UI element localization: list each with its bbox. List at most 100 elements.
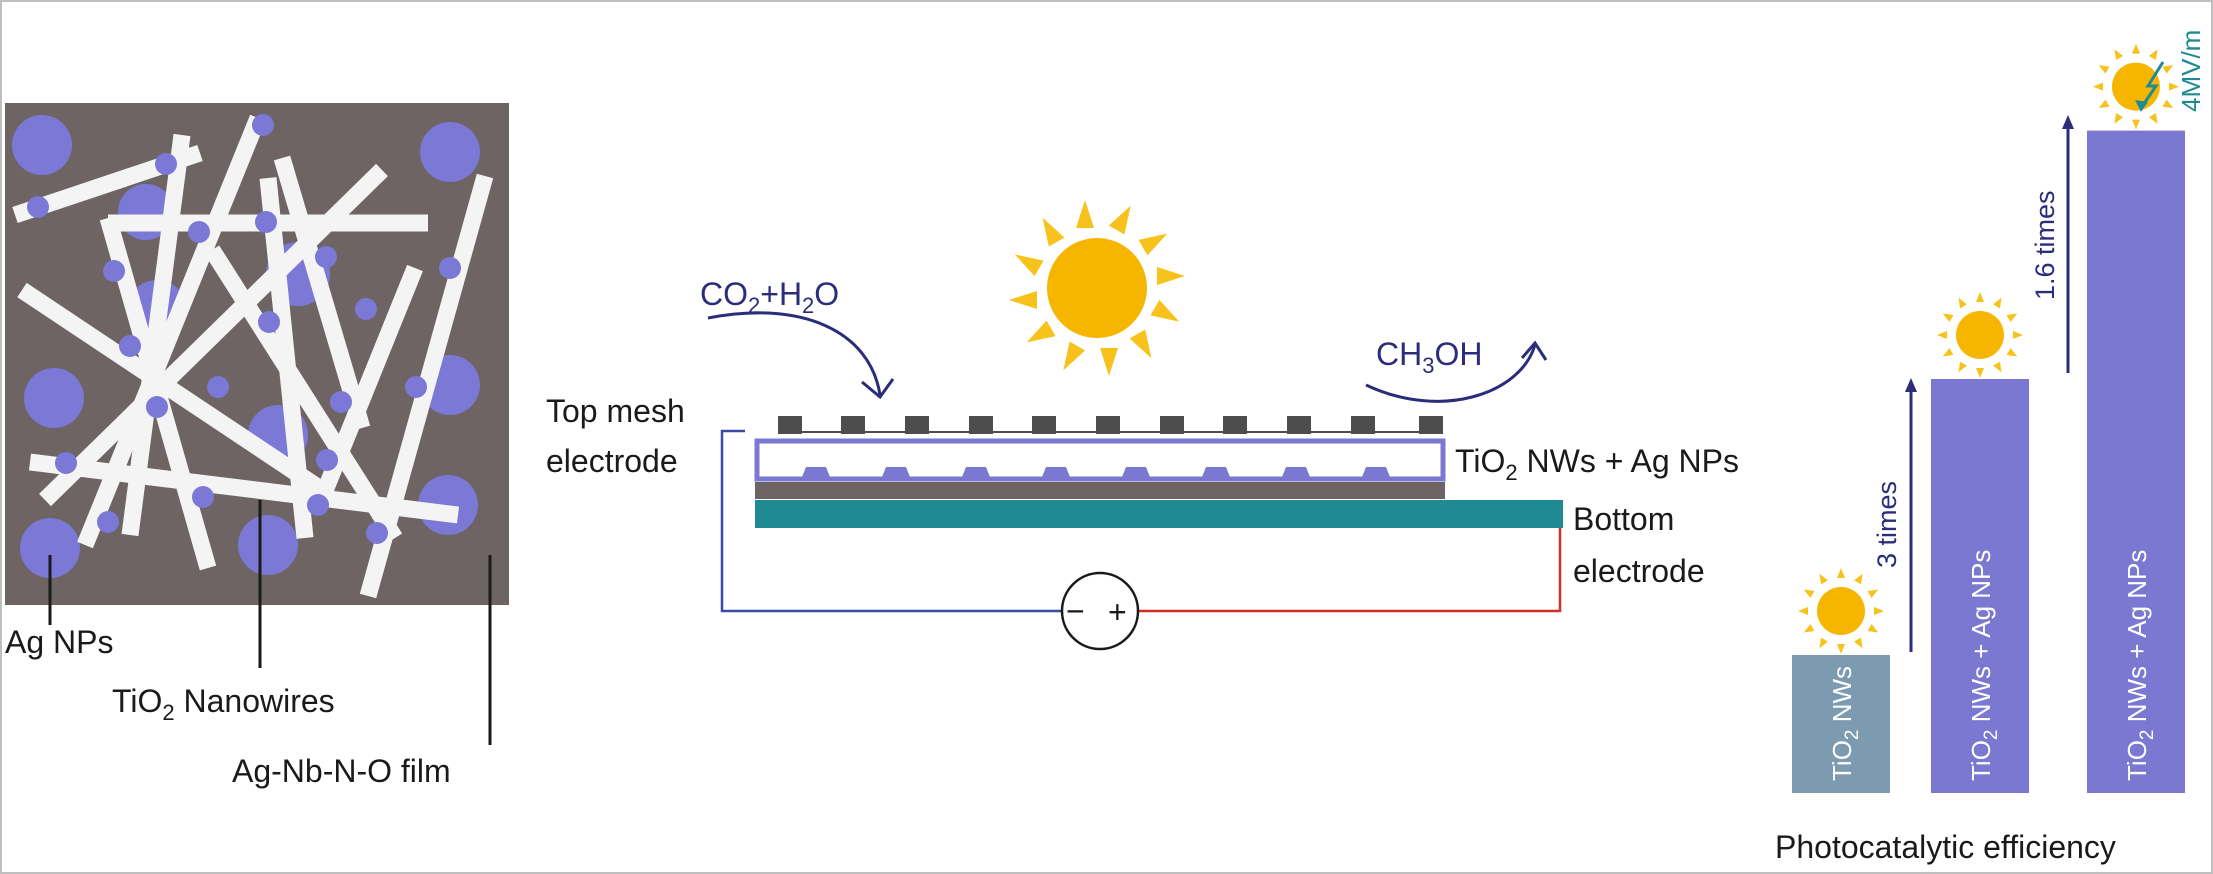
film-layer	[755, 482, 1445, 499]
nanowire	[17, 282, 327, 498]
nanoparticle	[316, 449, 338, 471]
sun-ray	[2006, 348, 2018, 357]
mesh-block	[1351, 416, 1375, 434]
layer-nanoparticle	[962, 467, 990, 477]
label-1-6-times: 1.6 times	[2030, 190, 2060, 300]
nanowire	[121, 133, 191, 537]
top-mesh-electrode	[778, 416, 1443, 434]
sun-disc	[1047, 238, 1147, 338]
sun-ray	[1958, 361, 1967, 373]
sun-icon	[2093, 43, 2179, 130]
leader-lines	[48, 500, 492, 745]
lightning-arrowhead	[2135, 100, 2148, 112]
sun-ray	[1854, 637, 1863, 649]
nanoparticle	[146, 396, 168, 418]
layer-nanoparticle	[1122, 467, 1150, 477]
sun-ray	[1819, 637, 1828, 649]
sun-ray	[2132, 119, 2140, 130]
nanowire	[39, 163, 388, 507]
sun-ray	[1819, 573, 1828, 585]
nanowire	[273, 155, 371, 431]
nanoparticle	[255, 211, 277, 233]
sun-ray	[1803, 589, 1815, 598]
sun-ray	[1108, 205, 1131, 235]
panel-a-film: Ag NPs TiO2 Nanowires Ag-Nb-N-O film	[5, 103, 509, 789]
mesh-block	[1160, 416, 1184, 434]
sun-ray	[2093, 82, 2103, 91]
bar-label-2: TiO2 NWs + Ag NPs	[1966, 550, 2002, 781]
label-field: 4MV/m	[2176, 30, 2206, 112]
nanoparticle	[355, 298, 377, 320]
sun-icon	[1009, 200, 1185, 376]
lightning-icon	[2139, 61, 2165, 109]
sun-ray	[1976, 292, 1984, 302]
sun-ray	[1798, 607, 1808, 615]
label-ag-nb-n-o-film: Ag-Nb-N-O film	[232, 753, 451, 789]
nanoparticle	[207, 376, 229, 398]
label-3-times: 3 times	[1872, 481, 1902, 568]
nanoparticle	[192, 486, 214, 508]
sun-ray	[2149, 113, 2158, 124]
nanoparticle	[420, 122, 480, 182]
layer-nanoparticles	[802, 467, 1390, 477]
nanoparticle	[330, 391, 352, 413]
nanoparticle	[24, 368, 84, 428]
nanoparticle	[307, 494, 329, 516]
nanoparticle	[20, 518, 80, 578]
sun-ray	[1063, 341, 1086, 371]
efficiency-bar-2	[1931, 379, 2029, 793]
label-bottom-2: electrode	[1573, 553, 1705, 589]
sun-ray	[1138, 233, 1168, 256]
layer-nanoparticle	[1362, 467, 1390, 477]
nanoparticle	[97, 511, 119, 533]
step-arrowhead-1	[1905, 378, 1917, 392]
nanoparticle	[258, 311, 280, 333]
nanoparticle	[238, 515, 298, 575]
sun-ray	[1076, 200, 1094, 228]
step-arrowhead-2	[2062, 115, 2074, 129]
label-tio2-nanowires: TiO2 Nanowires	[112, 683, 335, 725]
mesh-block	[1419, 416, 1443, 434]
mesh-block	[1223, 416, 1247, 434]
nanoparticle	[405, 376, 427, 398]
sun-ray	[1129, 329, 1152, 359]
label-tio2-layer: TiO2 NWs + Ag NPs	[1455, 443, 1739, 485]
layer-nanoparticle	[1202, 467, 1230, 477]
sun-ray	[1867, 624, 1879, 633]
sun-ray	[1042, 217, 1065, 247]
sun-ray	[1100, 348, 1118, 376]
sun-ray	[1854, 573, 1863, 585]
nanowire	[204, 245, 403, 543]
sun-ray	[1942, 348, 1954, 357]
sun-ray	[1937, 331, 1947, 339]
sun-ray	[2006, 313, 2018, 322]
sun-ray	[1993, 361, 2002, 373]
nanoparticle	[27, 196, 49, 218]
circuit-wire-positive	[1138, 528, 1562, 613]
sun-ray	[1993, 297, 2002, 309]
sun-ray	[1026, 320, 1056, 343]
sun-ray	[1867, 589, 1879, 598]
nanoparticle	[155, 153, 177, 175]
label-top-mesh-1: Top mesh	[546, 393, 685, 429]
efficiency-bar-1	[1792, 655, 1890, 793]
mesh-block	[841, 416, 865, 434]
nanoparticle	[439, 257, 461, 279]
nanoparticle	[252, 114, 274, 136]
label-top-mesh-2: electrode	[546, 443, 678, 479]
sun-ray	[2162, 65, 2174, 74]
label-ag-nps: Ag NPs	[5, 624, 113, 660]
sun-ray	[2114, 113, 2123, 124]
layer-nanoparticle	[1042, 467, 1070, 477]
label-photocatalytic-efficiency: Photocatalytic efficiency	[1775, 829, 2116, 865]
sun-rays	[1009, 200, 1185, 376]
circuit-wire-negative	[720, 429, 1062, 613]
sun-ray	[2132, 43, 2140, 54]
mesh-block	[969, 416, 993, 434]
mesh-block	[1032, 416, 1056, 434]
voltage-minus: −	[1066, 593, 1085, 629]
nanoparticle	[188, 221, 210, 243]
reactant-arrow	[707, 311, 882, 396]
nanowire	[259, 177, 314, 539]
